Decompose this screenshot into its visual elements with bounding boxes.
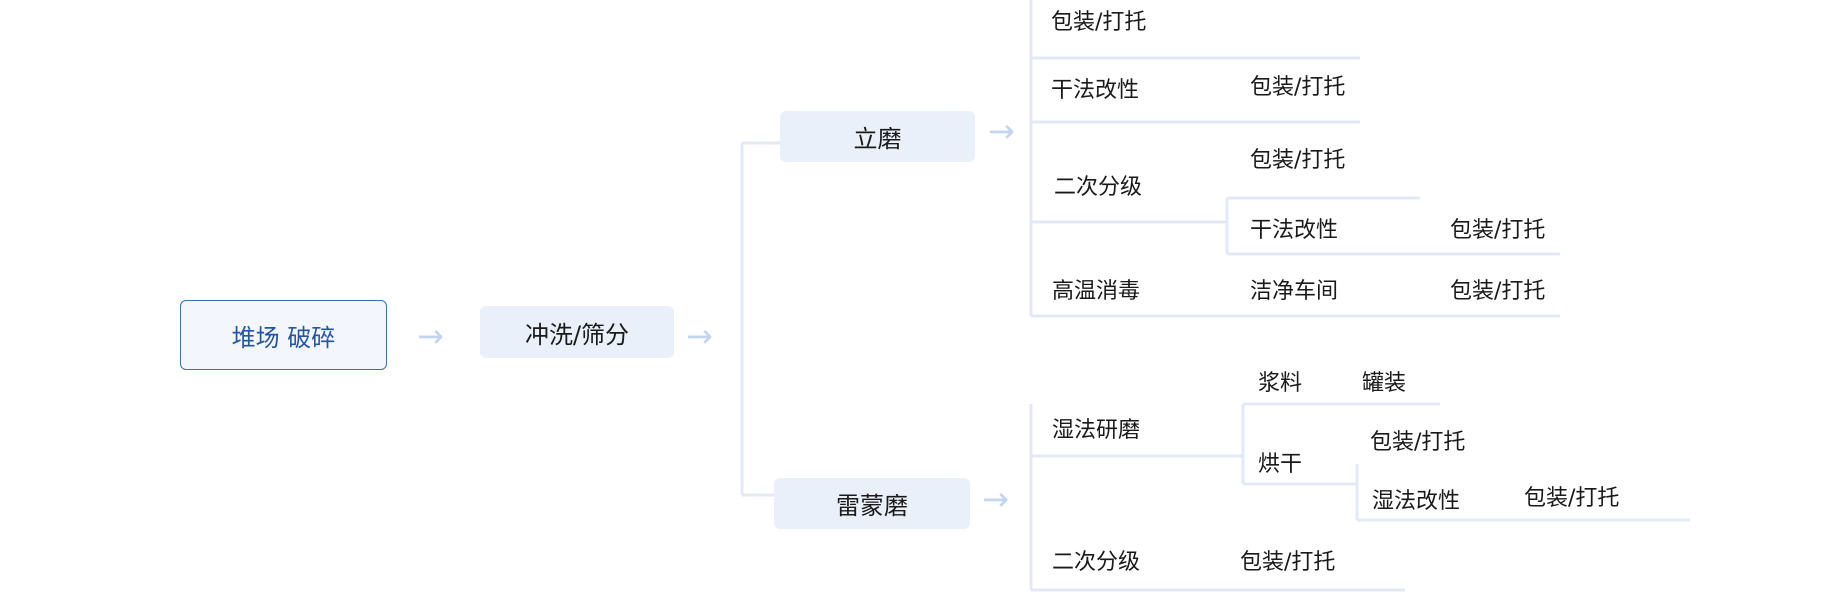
label-raymond-secondary: 二次分级 [1052,550,1141,575]
node-yard-crush-label: 堆场 破碎 [231,323,336,352]
label-vertical-dry-mod: 干法改性 [1051,78,1140,103]
node-wash-screen-label: 冲洗/筛分 [524,320,630,349]
arrow-right-icon: → [686,317,713,355]
label-raymond-wet-mod: 湿法改性 [1372,489,1461,514]
label-vertical-dry-mod-pack: 包装/打托 [1250,75,1346,100]
label-raymond-secondary-pack: 包装/打托 [1240,550,1336,575]
raymond-wetgrind-fork [1241,402,1440,486]
node-raymond-mill-label: 雷蒙磨 [836,492,908,520]
arrow-right-icon: → [988,112,1015,150]
label-vertical-secondary: 二次分级 [1054,175,1143,200]
node-vertical-mill-label: 立磨 [853,125,902,153]
node-wash-screen[interactable]: 冲洗/筛分 [480,306,674,358]
label-vertical-clean-room-pack: 包装/打托 [1450,279,1546,304]
label-vertical-clean-room: 洁净车间 [1250,279,1339,304]
label-vertical-secondary-dry-mod: 干法改性 [1250,218,1339,243]
mill-bracket [740,141,780,497]
label-raymond-wet-grind: 湿法研磨 [1052,418,1141,443]
label-raymond-drying-pack: 包装/打托 [1370,430,1466,455]
label-raymond-slurry: 浆料 [1258,371,1303,396]
arrow-right-icon: → [982,480,1009,518]
label-raymond-canning: 罐装 [1362,371,1407,396]
node-vertical-mill[interactable]: 立磨 [780,111,975,162]
label-vertical-pack: 包装/打托 [1051,10,1147,35]
node-yard-crush[interactable]: 堆场 破碎 [180,300,387,370]
label-raymond-drying: 烘干 [1258,452,1303,477]
vertical-secondary-fork [1225,196,1560,256]
label-vertical-secondary-dry-mod-pack: 包装/打托 [1450,218,1546,243]
label-vertical-secondary-pack: 包装/打托 [1250,148,1346,173]
label-vertical-sterilize: 高温消毒 [1052,279,1141,304]
node-raymond-mill[interactable]: 雷蒙磨 [774,478,970,529]
arrow-right-icon: → [417,317,444,355]
label-raymond-wet-mod-pack: 包装/打托 [1524,486,1620,511]
raymond-drying-fork [1355,464,1690,522]
